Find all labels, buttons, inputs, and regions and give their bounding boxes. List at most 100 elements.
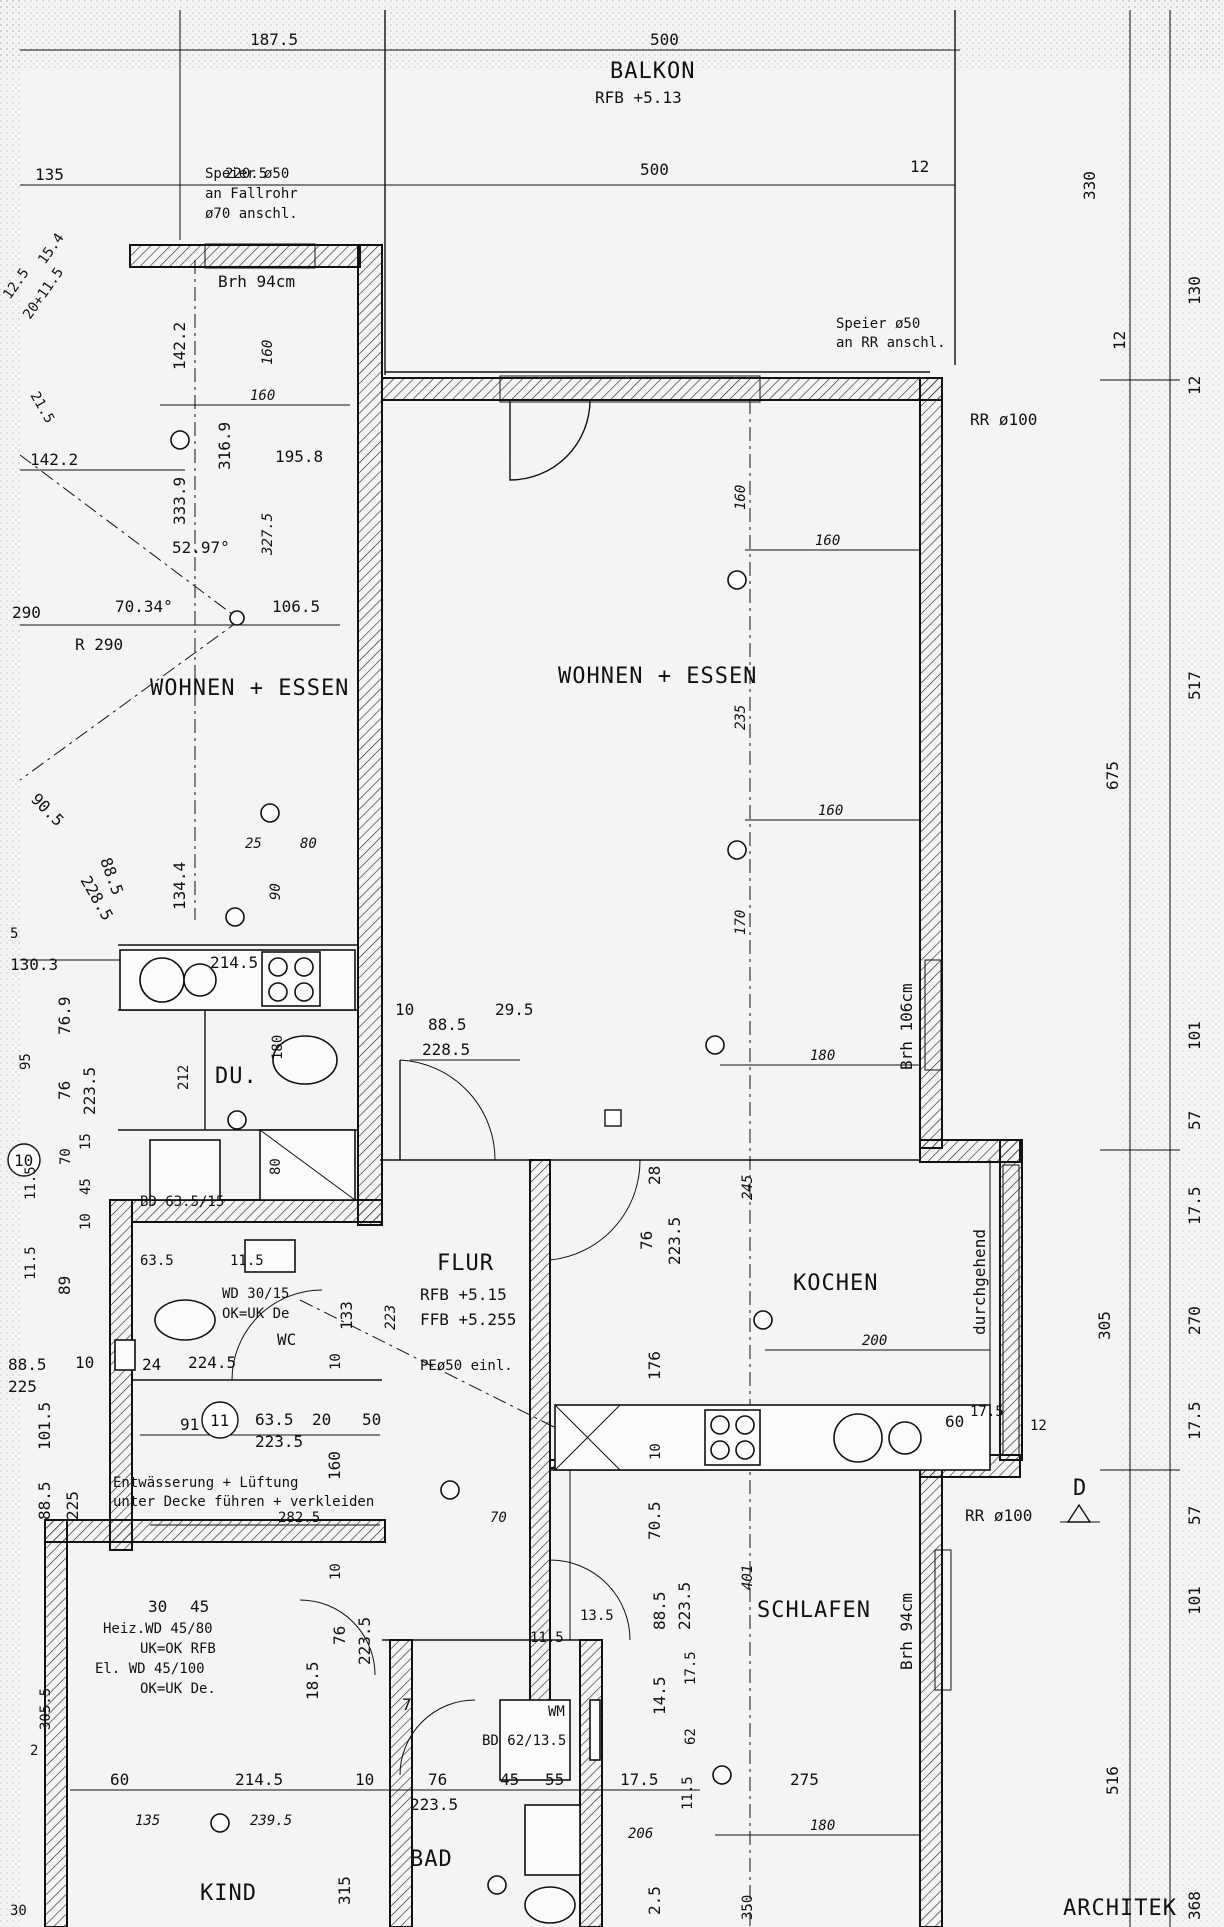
svg-text:290: 290 [12, 603, 41, 622]
svg-text:10: 10 [355, 1770, 374, 1789]
note-heiz-4: OK=UK De. [140, 1681, 216, 1697]
svg-text:24: 24 [142, 1355, 161, 1374]
svg-text:52.97°: 52.97° [172, 538, 230, 557]
svg-text:70.5: 70.5 [645, 1501, 664, 1540]
svg-text:88.5: 88.5 [428, 1015, 467, 1034]
kitchen-stove [704, 1409, 761, 1466]
svg-text:10: 10 [328, 1353, 344, 1370]
svg-text:130.3: 130.3 [10, 955, 58, 974]
svg-text:133: 133 [337, 1301, 356, 1330]
svg-text:220.5: 220.5 [225, 166, 267, 182]
svg-text:76.9: 76.9 [55, 996, 74, 1035]
note-entw-2: unter Decke führen + verkleiden [113, 1494, 374, 1510]
svg-text:180: 180 [810, 1818, 835, 1834]
svg-text:401: 401 [740, 1565, 756, 1590]
svg-text:89: 89 [55, 1276, 74, 1295]
svg-text:17.5: 17.5 [620, 1770, 659, 1789]
svg-text:180: 180 [270, 1035, 286, 1060]
windows [204, 243, 1020, 1691]
note-pe: PEø50 einl. [420, 1358, 513, 1374]
svg-text:225: 225 [63, 1491, 82, 1520]
dimension-lines [20, 10, 1180, 1927]
paper-grain-top [0, 0, 1224, 70]
svg-text:333.9: 333.9 [170, 477, 189, 525]
svg-text:91: 91 [180, 1415, 199, 1434]
svg-text:330: 330 [1080, 171, 1099, 200]
svg-text:135: 135 [35, 165, 64, 184]
note-brh94-top: Brh 94cm [218, 272, 295, 291]
doors [231, 399, 641, 1776]
svg-text:88.5: 88.5 [650, 1591, 669, 1630]
svg-text:223.5: 223.5 [255, 1432, 303, 1451]
svg-text:160: 160 [815, 533, 840, 549]
svg-text:15: 15 [78, 1133, 94, 1150]
svg-text:235: 235 [733, 705, 749, 730]
svg-text:327.5: 327.5 [260, 513, 276, 556]
svg-text:76: 76 [330, 1626, 349, 1645]
note-bd-du: BD 63.5/15 [140, 1194, 224, 1210]
room-label-schlafen: SCHLAFEN [757, 1598, 871, 1623]
svg-text:200: 200 [862, 1333, 887, 1349]
svg-text:95: 95 [18, 1053, 34, 1070]
svg-text:21.5: 21.5 [27, 389, 58, 426]
svg-text:170: 170 [733, 910, 749, 935]
svg-text:2: 2 [30, 1743, 38, 1759]
svg-text:135: 135 [135, 1813, 160, 1829]
left-kitchenette [119, 949, 356, 1011]
svg-text:76: 76 [637, 1231, 656, 1250]
light-symbols [170, 430, 773, 1895]
svg-text:62: 62 [683, 1728, 699, 1745]
svg-text:223: 223 [383, 1305, 399, 1330]
note-bd-bad: BD 62/13.5 [482, 1733, 566, 1749]
svg-text:18.5: 18.5 [303, 1661, 322, 1700]
svg-text:70: 70 [490, 1510, 507, 1526]
note-brh94-right: Brh 94cm [897, 1593, 916, 1670]
room-label-balkon: BALKON [610, 59, 695, 84]
svg-text:316.9: 316.9 [215, 422, 234, 470]
svg-text:270: 270 [1185, 1306, 1204, 1335]
svg-text:10: 10 [78, 1213, 94, 1230]
floor-outlet [604, 1109, 622, 1127]
svg-text:60: 60 [945, 1412, 964, 1431]
svg-text:516: 516 [1103, 1766, 1122, 1795]
flur-ffb: FFB +5.255 [420, 1310, 516, 1329]
svg-text:305.5: 305.5 [38, 1688, 54, 1730]
note-durchgehend: durchgehend [970, 1229, 989, 1335]
svg-text:80: 80 [268, 1158, 284, 1175]
balcony [179, 10, 956, 375]
svg-text:214.5: 214.5 [235, 1770, 283, 1789]
svg-text:223.5: 223.5 [410, 1795, 458, 1814]
shower-fixtures [149, 1035, 356, 1201]
note-rr-bottom: RR ø100 [965, 1506, 1032, 1525]
note-wd-wc-2: OK=UK De [222, 1306, 289, 1322]
svg-text:45: 45 [500, 1770, 519, 1789]
svg-text:60: 60 [110, 1770, 129, 1789]
marker-10-label: 10 [14, 1151, 33, 1170]
svg-text:17.5: 17.5 [970, 1404, 1004, 1420]
svg-text:214.5: 214.5 [210, 953, 258, 972]
balkon-rfb: RFB +5.13 [595, 88, 682, 107]
marker-10-circle [7, 1143, 41, 1177]
room-label-wc: WC [277, 1330, 296, 1349]
walls [44, 244, 1023, 1927]
svg-text:368: 368 [1185, 1891, 1204, 1920]
svg-text:15.4: 15.4 [35, 230, 67, 267]
svg-text:12: 12 [1110, 331, 1129, 350]
svg-text:11.5: 11.5 [680, 1776, 696, 1810]
svg-text:7: 7 [402, 1695, 412, 1714]
svg-text:29.5: 29.5 [495, 1000, 534, 1019]
svg-text:57: 57 [1185, 1506, 1204, 1525]
svg-text:20: 20 [312, 1410, 331, 1429]
svg-text:315: 315 [335, 1876, 354, 1905]
svg-text:160: 160 [325, 1451, 344, 1480]
svg-text:14.5: 14.5 [650, 1676, 669, 1715]
svg-text:90: 90 [268, 883, 284, 900]
svg-text:223.5: 223.5 [80, 1067, 99, 1115]
svg-text:675: 675 [1103, 761, 1122, 790]
svg-text:30: 30 [148, 1597, 167, 1616]
note-speier-right-1: Speier ø50 [836, 316, 920, 332]
svg-text:45: 45 [190, 1597, 209, 1616]
svg-text:11.5: 11.5 [23, 1246, 39, 1280]
svg-text:63.5: 63.5 [140, 1253, 174, 1269]
